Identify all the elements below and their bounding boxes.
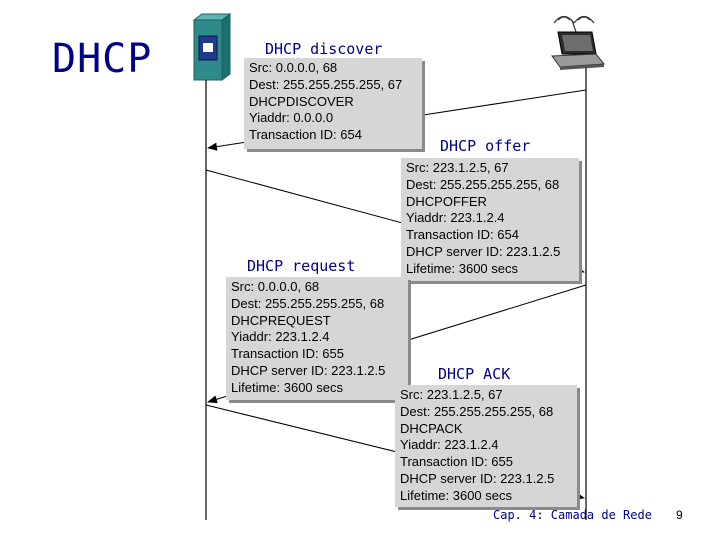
page-number: 9 <box>676 508 683 522</box>
discover-line: Dest: 255.255.255.255, 67 <box>249 76 403 92</box>
ack-line: Src: 223.1.2.5, 67 <box>400 387 503 402</box>
ack-line: DHCPACK <box>400 420 463 436</box>
slide-title: DHCP <box>52 36 153 82</box>
offer-line: Lifetime: 3600 secs <box>406 260 519 276</box>
discover-line: Yiaddr: 0.0.0.0 <box>249 110 334 126</box>
offer-line: Transaction ID: 654 <box>406 227 519 243</box>
laptop-client-icon <box>551 15 605 70</box>
ack-line: Yiaddr: 223.1.2.4 <box>400 437 499 453</box>
ack-message-box: Src: 223.1.2.5, 67 Dest: 255.255.255.255… <box>395 385 577 507</box>
request-line: Yiaddr: 223.1.2.4 <box>231 329 330 345</box>
request-message-box: Src: 0.0.0.0, 68 Dest: 255.255.255.255, … <box>226 277 408 400</box>
offer-label: DHCP offer <box>440 137 531 155</box>
request-line: Dest: 255.255.255.255, 68 <box>231 295 385 311</box>
ack-label: DHCP ACK <box>438 365 511 383</box>
offer-line: Dest: 255.255.255.255, 68 <box>406 176 560 192</box>
request-label: DHCP request <box>247 257 356 275</box>
request-line: Lifetime: 3600 secs <box>231 379 344 395</box>
offer-message-box: Src: 223.1.2.5, 67 Dest: 255.255.255.255… <box>401 158 579 281</box>
request-line: DHCP server ID: 223.1.2.5 <box>231 362 386 378</box>
ack-line: DHCP server ID: 223.1.2.5 <box>400 470 555 486</box>
request-line: Transaction ID: 655 <box>231 346 344 362</box>
ack-line: Lifetime: 3600 secs <box>400 487 513 503</box>
request-line: Src: 0.0.0.0, 68 <box>231 279 320 294</box>
request-line: DHCPREQUEST <box>231 312 331 328</box>
offer-line: Src: 223.1.2.5, 67 <box>406 160 509 175</box>
offer-line: DHCPOFFER <box>406 193 487 209</box>
ack-line: Transaction ID: 655 <box>400 454 513 470</box>
discover-line: Src: 0.0.0.0, 68 <box>249 60 338 75</box>
discover-label: DHCP discover <box>265 40 383 58</box>
discover-line: Transaction ID: 654 <box>249 127 362 143</box>
offer-line: Yiaddr: 223.1.2.4 <box>406 210 505 226</box>
offer-line: DHCP server ID: 223.1.2.5 <box>406 243 561 259</box>
discover-message-box: Src: 0.0.0.0, 68 Dest: 255.255.255.255, … <box>244 58 422 149</box>
discover-line: DHCPDISCOVER <box>249 93 354 109</box>
ack-line: Dest: 255.255.255.255, 68 <box>400 403 554 419</box>
dhcp-server-icon <box>192 13 232 81</box>
footer-chapter: Cap. 4: Camada de Rede <box>493 508 652 522</box>
